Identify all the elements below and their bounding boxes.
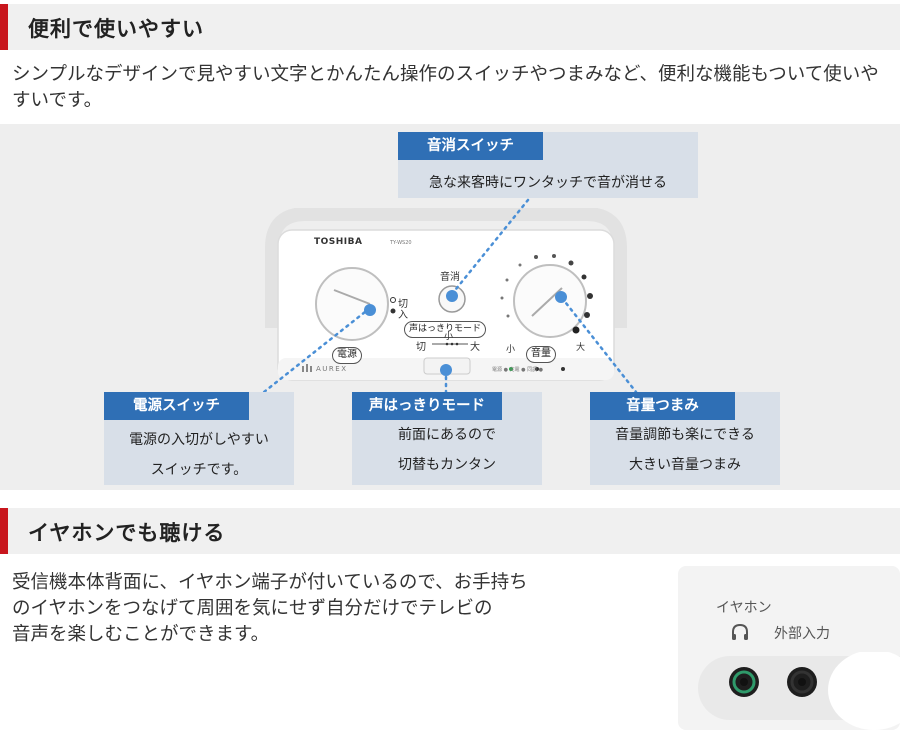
section-header-earphone: イヤホンでも聴ける — [0, 508, 900, 554]
callout-text: スイッチです。 — [150, 462, 248, 478]
mute-label: 音消 — [440, 272, 460, 283]
headphone-icon — [732, 623, 748, 640]
callout-title: 声はっきりモード — [352, 392, 502, 420]
callout-text: 電源の入切がしやすい — [129, 432, 269, 448]
callout-volume-knob: 音量つまみ 音量調節も楽にできる 大きい音量つまみ — [590, 392, 780, 485]
receiver-device-image: TOSHIBA TY-WS20 音消 切 入 電源 声はっきりモード 切 小 大… — [262, 208, 630, 388]
earphone-label: イヤホン — [716, 600, 772, 616]
pointer-lines — [262, 198, 638, 394]
callout-title: 電源スイッチ — [104, 392, 249, 420]
power-pointer-dot — [364, 304, 376, 316]
voice-pointer-dot — [440, 364, 452, 376]
volume-pointer-dot — [555, 291, 567, 303]
description-line: のイヤホンをつなげて周囲を気にせず自分だけでテレビの — [12, 598, 493, 619]
voice-off-label: 切 — [416, 342, 426, 353]
power-label: 電源 — [332, 347, 362, 364]
callout-mute-switch: 音消スイッチ 急な来客時にワンタッチで音が消せる — [398, 132, 698, 198]
callout-text: 切替もカンタン — [398, 457, 496, 473]
callout-text: 急な来客時にワンタッチで音が消せる — [429, 175, 667, 191]
callout-text: 音量調節も楽にできる — [615, 427, 755, 443]
earphone-jack-image: イヤホン 外部入力 — [678, 566, 900, 730]
sub-brand-label: AUREX — [316, 365, 348, 373]
volume-large-label: 大 — [576, 343, 586, 353]
model-label: TY-WS20 — [390, 240, 412, 246]
voice-small-label: 小 — [444, 332, 454, 342]
section-title: 便利で使いやすい — [28, 17, 204, 41]
section-description: シンプルなデザインで見やすい文字とかんたん操作のスイッチやつまみなど、便利な機能… — [12, 64, 879, 111]
on-label: 入 — [398, 310, 408, 321]
section-description: 受信機本体背面に、イヤホン端子が付いているので、お手持ち のイヤホンをつなげて周… — [12, 570, 652, 648]
external-input-label: 外部入力 — [774, 626, 830, 642]
voice-mode-label: 声はっきりモード — [404, 321, 487, 338]
callout-text: 前面にあるので — [398, 427, 496, 443]
mute-pointer-dot — [446, 290, 458, 302]
voice-large-label: 大 — [470, 342, 480, 353]
section-header-convenient: 便利で使いやすい — [0, 4, 900, 50]
brand-label: TOSHIBA — [314, 237, 363, 247]
feature-diagram: TOSHIBA TY-WS20 音消 切 入 電源 声はっきりモード 切 小 大… — [0, 124, 900, 490]
off-label: 切 — [398, 299, 408, 310]
description-line: 音声を楽しむことができます。 — [12, 624, 270, 645]
callout-text: 大きい音量つまみ — [629, 457, 741, 473]
volume-small-label: 小 — [506, 345, 516, 355]
callout-title: 音消スイッチ — [398, 132, 543, 160]
volume-label: 音量 — [526, 346, 556, 363]
callout-power-switch: 電源スイッチ 電源の入切がしやすい スイッチです。 — [104, 392, 294, 485]
indicator-labels: 電源 ● 充電 ● 同調 ● — [492, 367, 544, 373]
description-line: 受信機本体背面に、イヤホン端子が付いているので、お手持ち — [12, 572, 528, 593]
callout-voice-mode: 声はっきりモード 前面にあるので 切替もカンタン — [352, 392, 542, 485]
callout-title: 音量つまみ — [590, 392, 735, 420]
section-title: イヤホンでも聴ける — [28, 521, 226, 545]
